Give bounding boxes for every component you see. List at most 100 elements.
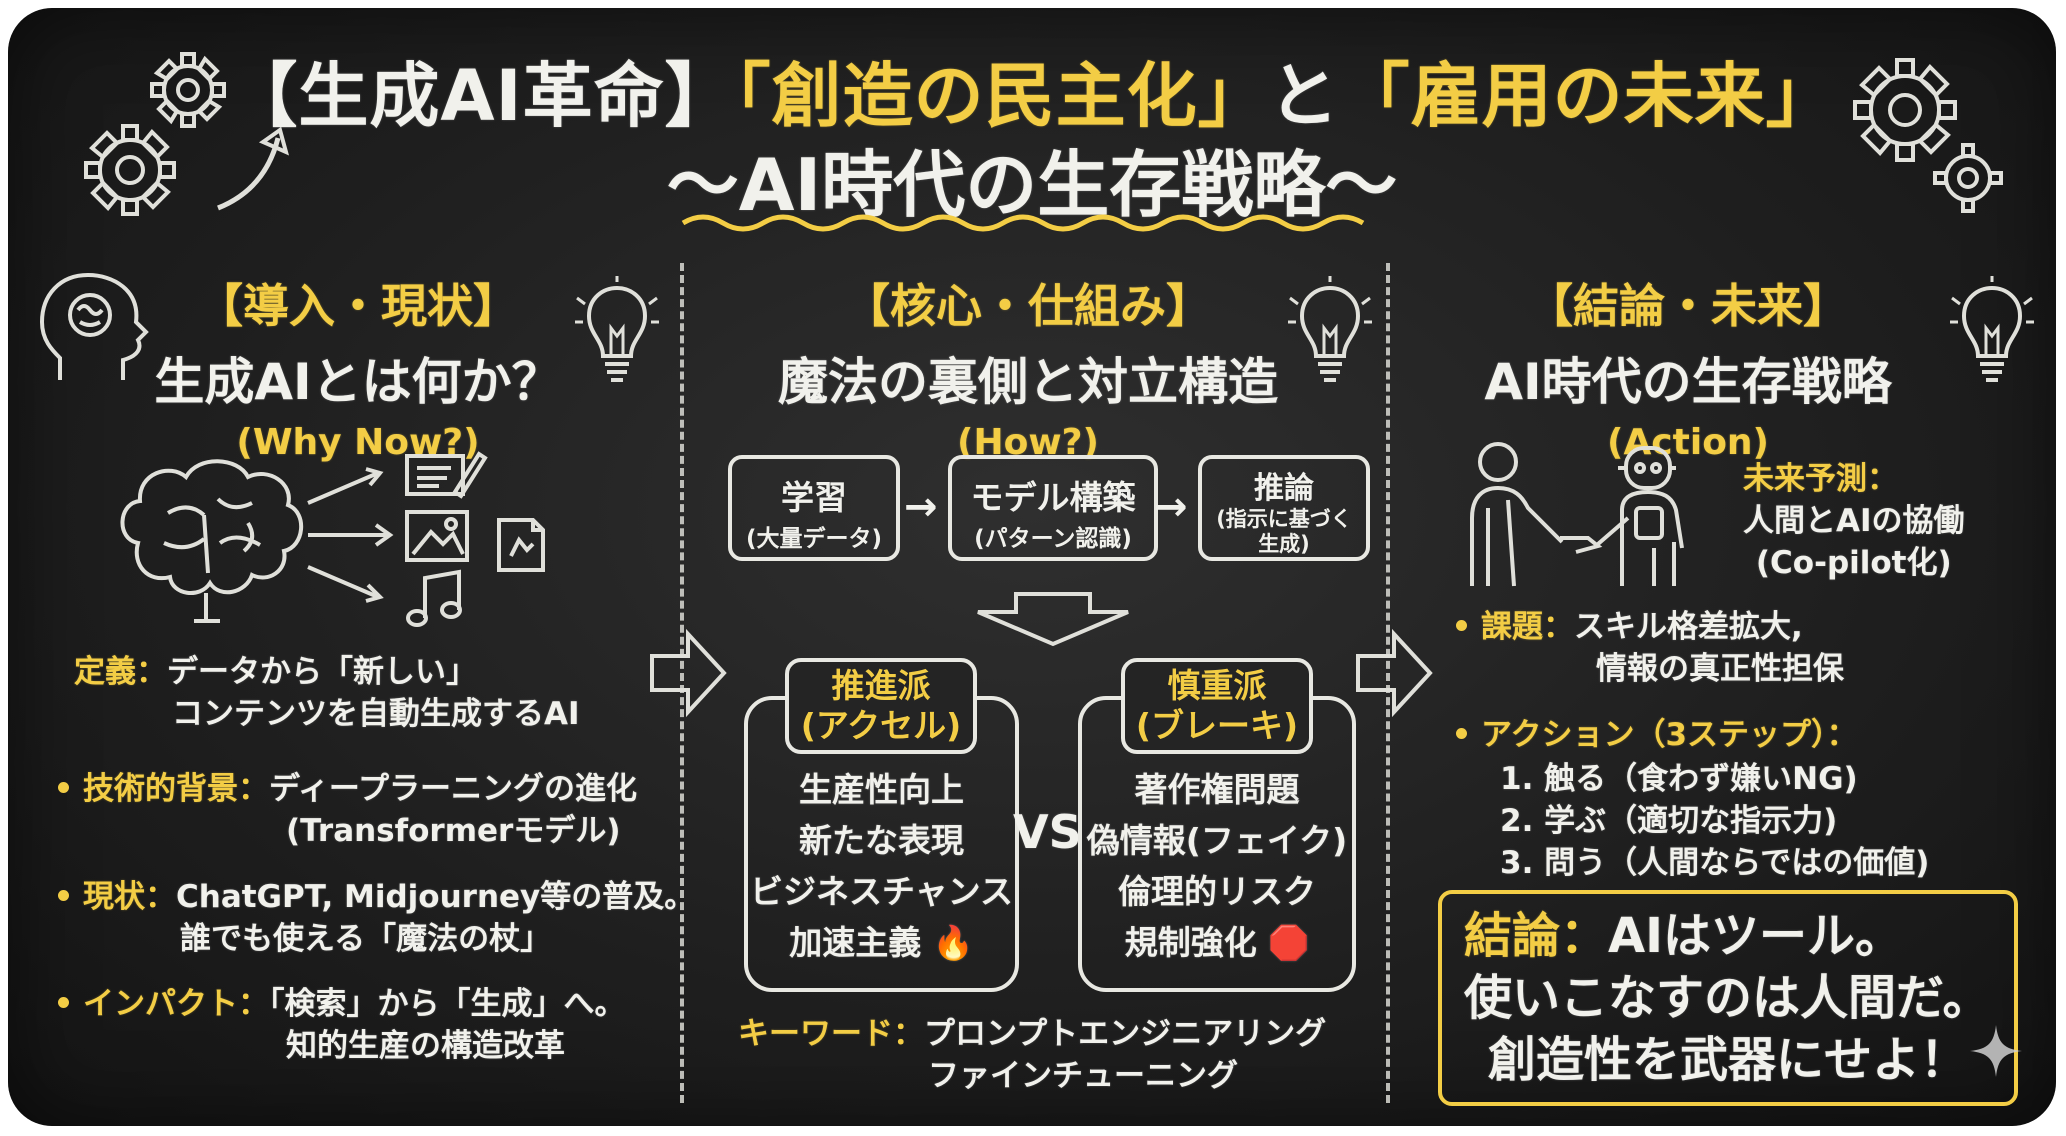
tech-background-line1: ディープラーニングの進化 <box>269 771 637 807</box>
issue-item: 課題：スキル格差拡大, 情報の真正性担保 <box>1456 606 1844 690</box>
right-tagline: (Action) <box>1606 422 1770 463</box>
promoters-subtitle: (アクセル) <box>800 706 962 745</box>
promoters-tag: 推進派 (アクセル) <box>785 658 977 754</box>
lightbulb-icon <box>575 276 659 382</box>
column-divider <box>680 263 684 1103</box>
title-highlight-employment: 「雇用の未来」 <box>1339 55 1837 137</box>
page-title: 【生成AI革命】「創造の民主化」と「雇用の未来」 <box>8 40 2056 141</box>
brain-icon <box>120 459 304 623</box>
lightbulb-icon <box>1950 276 2034 382</box>
arrow-down-icon <box>977 592 1129 647</box>
promoters-item: 生産性向上 <box>799 770 964 809</box>
definition-line2: コンテンツを自動生成するAI <box>172 696 580 732</box>
forecast-line2: (Co-pilot化) <box>1755 545 1952 581</box>
conclusion-sep: ： <box>1560 908 1609 964</box>
status-sep: ： <box>145 879 176 915</box>
cautious-item: 倫理的リスク <box>1118 872 1316 911</box>
bullet-dot <box>58 782 69 793</box>
action-step: 3. 問う（人間ならではの価値) <box>1500 845 1930 881</box>
issue-label: 課題 <box>1481 609 1543 645</box>
tech-background-sep: ： <box>238 771 269 807</box>
status-line1: ChatGPT, Midjourney等の普及。 <box>176 879 696 915</box>
bullet-dot <box>58 997 69 1008</box>
conclusion-line3: 創造性を武器にせよ！ <box>1488 1032 1969 1088</box>
left-header: 【導入・現状】 生成AIとは何か？ (Why Now?) <box>138 270 578 463</box>
action-label: アクション（3ステップ）： <box>1481 717 1858 753</box>
middle-subheading: 魔法の裏側と対立構造 <box>778 353 1278 411</box>
issue-line1: スキル格差拡大, <box>1574 609 1803 645</box>
keyword-item: プロンプトエンジニアリング <box>924 1016 1327 1052</box>
impact-line2: 知的生産の構造改革 <box>286 1028 565 1064</box>
step-arrow: → <box>1154 484 1188 530</box>
impact-sep: ： <box>238 986 269 1022</box>
title-highlight-democratization: 「創造の民主化」 <box>735 55 1269 137</box>
step-inference-sub1: (指示に基づく <box>1216 507 1352 531</box>
step-model-building: モデル構築 (パターン認識) <box>948 455 1158 561</box>
bullet-dot <box>58 890 69 901</box>
definition-item: 定義：データから「新しい」 コンテンツを自動生成するAI <box>74 651 580 735</box>
title-connector: と <box>1268 55 1340 137</box>
right-heading: 【結論・未来】 <box>1527 279 1849 333</box>
definition-sep: ： <box>136 654 167 690</box>
issue-line2: 情報の真正性担保 <box>1596 651 1844 687</box>
action-step: 1. 触る（食わず嫌いNG) <box>1500 761 1858 797</box>
cautious-item: 偽情報(フェイク) <box>1086 821 1348 860</box>
left-heading: 【導入・現状】 <box>197 279 519 333</box>
step-inference-label: 推論 <box>1254 471 1314 506</box>
definition-label: 定義 <box>74 654 136 690</box>
gear-icon <box>1853 58 2003 213</box>
chalkboard: 【生成AI革命】「創造の民主化」と「雇用の未来」 〜AI時代の生存戦略〜 【導入… <box>8 8 2056 1126</box>
keyword-label: キーワード <box>738 1016 893 1052</box>
conclusion-box: 結論：AIはツール。 使いこなすのは人間だ。 創造性を武器にせよ！ <box>1438 890 2018 1106</box>
gear-icon <box>84 52 290 216</box>
document-icon <box>497 518 545 572</box>
cautious-item: 規制強化 🛑 <box>1124 923 1310 962</box>
cautious-subtitle: (ブレーキ) <box>1135 706 1299 745</box>
keyword-sep: ： <box>893 1016 924 1052</box>
left-subheading: 生成AIとは何か？ <box>154 353 562 411</box>
music-icon <box>406 569 462 627</box>
middle-header: 【核心・仕組み】 魔法の裏側と対立構造 (How?) <box>738 270 1318 463</box>
middle-heading: 【核心・仕組み】 <box>844 279 1212 333</box>
head-brain-icon <box>39 272 149 380</box>
title-prefix: 【生成AI革命】 <box>227 55 736 137</box>
keyword-item: ファインチューニング <box>928 1058 1238 1094</box>
forecast-block: 未来予測： 人間とAIの協働 (Co-pilot化) <box>1743 458 1965 584</box>
vs-label: VS <box>1013 805 1082 859</box>
conclusion-line1: AIはツール。 <box>1608 908 1904 964</box>
conclusion-label: 結論 <box>1464 908 1561 964</box>
wavy-underline <box>681 214 1365 232</box>
tech-background-line2: (Transformerモデル) <box>286 813 621 849</box>
forecast-label: 未来予測： <box>1743 461 1898 497</box>
status-label: 現状 <box>83 879 145 915</box>
bullet-dot <box>1456 620 1467 631</box>
cautious-item: 著作権問題 <box>1134 770 1300 809</box>
arrow-right-icon <box>650 628 727 718</box>
brain-output-diagram <box>120 459 394 623</box>
bullet-dot <box>1456 728 1467 739</box>
forecast-line1: 人間とAIの協働 <box>1743 503 1965 539</box>
issue-sep: ： <box>1543 609 1574 645</box>
step-model-building-label: モデル構築 <box>970 478 1136 517</box>
conclusion-first-line: 結論：AIはツール。 <box>1464 908 1903 964</box>
impact-item: インパクト：「検索」から「生成」へ。 知的生産の構造改革 <box>58 983 626 1067</box>
step-inference-sub2: 生成) <box>1258 532 1310 556</box>
cautious-tag: 慎重派 (ブレーキ) <box>1121 658 1313 754</box>
right-header: 【結論・未来】 AI時代の生存戦略 (Action) <box>1438 270 1938 463</box>
action-step: 2. 学ぶ（適切な指示力) <box>1500 803 1838 839</box>
step-learning: 学習 (大量データ) <box>728 455 900 561</box>
people-robot-handshake-icon <box>1470 442 1684 587</box>
cautious-title: 慎重派 <box>1167 666 1267 705</box>
page-subtitle: 〜AI時代の生存戦略〜 <box>666 143 1398 227</box>
lightbulb-icon <box>1288 276 1372 382</box>
definition-line1: データから「新しい」 <box>167 654 477 690</box>
promoters-title: 推進派 <box>831 666 931 705</box>
document-icon <box>405 451 488 499</box>
arrow-right-icon <box>1356 628 1433 718</box>
step-arrow: → <box>904 484 938 530</box>
step-inference: 推論 (指示に基づく 生成) <box>1198 455 1370 561</box>
impact-line1: 「検索」から「生成」へ。 <box>269 986 626 1022</box>
right-subheading: AI時代の生存戦略 <box>1484 353 1892 411</box>
step-learning-sub: (大量データ) <box>745 526 883 552</box>
promoters-item: ビジネスチャンス <box>749 872 1013 911</box>
